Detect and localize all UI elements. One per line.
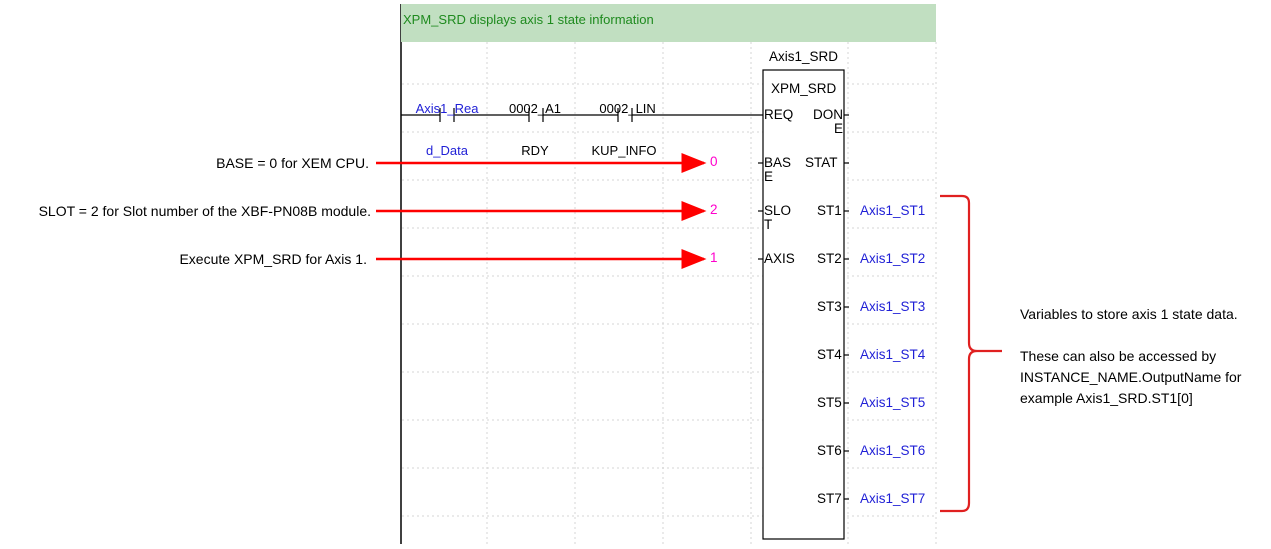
bracket-note-line2: These can also be accessed by	[1020, 348, 1217, 364]
bracket-note: Variables to store axis 1 state data. Th…	[1020, 304, 1241, 409]
fb-input-base: BAS E	[764, 155, 792, 184]
fb-output-st7: ST7	[817, 491, 842, 506]
contact-axis1-read-data[interactable]: Axis1_Rea d_Data	[408, 74, 486, 172]
input-value-base[interactable]: 0	[710, 154, 718, 169]
fb-output-done: DON E	[813, 107, 843, 136]
contact-label-line2: RDY	[521, 143, 549, 158]
fb-type: XPM_SRD	[771, 81, 837, 96]
dotted-grid	[402, 42, 937, 544]
fb-output-st4: ST4	[817, 347, 842, 362]
output-variable-st1[interactable]: Axis1_ST1	[860, 203, 926, 218]
fb-output-st6: ST6	[817, 443, 842, 458]
contact-label-line1: _0002_LIN	[592, 101, 656, 116]
output-variable-st6[interactable]: Axis1_ST6	[860, 443, 926, 458]
contact-label-line1: _0002_A1_	[501, 101, 569, 116]
input-value-axis[interactable]: 1	[710, 250, 718, 265]
curly-bracket	[940, 194, 1002, 513]
fb-output-st2: ST2	[817, 251, 842, 266]
contact-label-line1: Axis1_Rea	[415, 101, 479, 116]
annotation-slot: SLOT = 2 for Slot number of the XBF-PN08…	[38, 203, 371, 219]
function-block[interactable]	[762, 69, 845, 540]
output-variable-st4[interactable]: Axis1_ST4	[860, 347, 926, 362]
contact-0002-linkup-info[interactable]: _0002_LIN KUP_INFO	[584, 74, 664, 172]
output-variable-st7[interactable]: Axis1_ST7	[860, 491, 926, 506]
fb-pin-stubs	[758, 114, 849, 500]
contact-label-line2: KUP_INFO	[591, 143, 657, 158]
bracket-note-spacer	[1020, 325, 1241, 346]
bracket-note-line3: INSTANCE_NAME.OutputName for	[1020, 369, 1242, 385]
bracket-note-line4: example Axis1_SRD.ST1[0]	[1020, 390, 1193, 406]
fb-output-st1: ST1	[817, 203, 842, 218]
fb-input-axis: AXIS	[764, 251, 795, 266]
annotation-axis: Execute XPM_SRD for Axis 1.	[179, 251, 367, 267]
fb-output-st3: ST3	[817, 299, 842, 314]
fb-output-stat: STAT	[805, 155, 838, 170]
contact-label-line2: d_Data	[426, 143, 468, 158]
output-variable-st2[interactable]: Axis1_ST2	[860, 251, 926, 266]
rung-comment-text: XPM_SRD displays axis 1 state informatio…	[403, 12, 654, 27]
fb-instance-name: Axis1_SRD	[769, 49, 839, 64]
bracket-note-line1: Variables to store axis 1 state data.	[1020, 306, 1238, 322]
output-variable-st3[interactable]: Axis1_ST3	[860, 299, 926, 314]
fb-input-slot: SLO T	[764, 203, 792, 232]
output-variable-st5[interactable]: Axis1_ST5	[860, 395, 926, 410]
rung-comment-bar	[401, 4, 936, 42]
input-value-slot[interactable]: 2	[710, 202, 718, 217]
annotation-base: BASE = 0 for XEM CPU.	[216, 155, 369, 171]
fb-input-req: REQ	[764, 107, 794, 122]
rung-wire	[401, 108, 763, 122]
fb-output-st5: ST5	[817, 395, 842, 410]
contact-0002-a1-rdy[interactable]: _0002_A1_ RDY	[495, 74, 575, 172]
